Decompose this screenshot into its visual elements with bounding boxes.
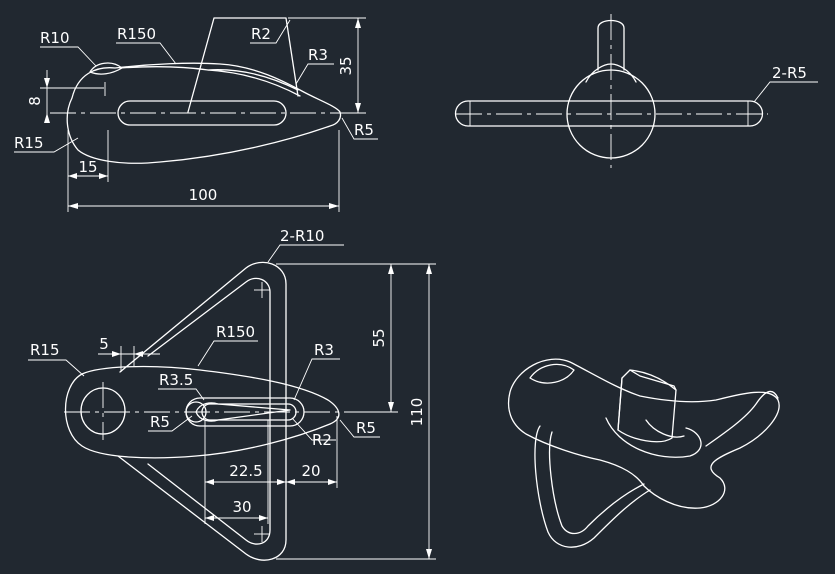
label-8: 8 [26, 96, 44, 106]
top-body [64, 365, 340, 459]
label-r150-top: R150 [216, 323, 255, 341]
iso-slot [645, 419, 685, 438]
arrow [426, 264, 432, 274]
label-2r5: 2-R5 [772, 64, 807, 82]
label-r2: R2 [251, 25, 271, 43]
top-arm-inner [147, 277, 271, 545]
arrow [426, 549, 432, 559]
iso-rib-top [629, 369, 677, 391]
leader-r150 [116, 42, 177, 65]
leader-r2 [250, 19, 291, 44]
iso-arm-left-inner [548, 431, 645, 535]
arrow [355, 18, 361, 28]
label-r5: R5 [354, 121, 374, 139]
arrow [44, 78, 50, 88]
leader-r3-top [293, 358, 340, 401]
label-100: 100 [189, 186, 218, 204]
leader-r15-top [28, 359, 85, 377]
arrow [286, 479, 295, 485]
leader-r5 [341, 117, 378, 140]
label-r35: R3.5 [159, 371, 193, 389]
label-r150: R150 [117, 25, 156, 43]
front-view: R10 R150 R2 R3 35 8 R15 R5 15 100 [14, 17, 378, 212]
arrow [205, 479, 214, 485]
arrow [99, 173, 108, 179]
label-30: 30 [232, 498, 251, 516]
label-r3-top: R3 [314, 341, 334, 359]
label-110: 110 [408, 398, 426, 427]
leader-r10 [40, 46, 97, 67]
leader-r150-top [197, 340, 258, 367]
label-15: 15 [78, 158, 97, 176]
leader-2r10 [267, 244, 344, 263]
iso-arm-left [534, 425, 651, 548]
leader-r3 [295, 63, 334, 85]
arrow [44, 113, 50, 123]
front-rib [187, 17, 299, 113]
arrow [68, 203, 78, 209]
arrow [355, 103, 361, 113]
label-r15: R15 [14, 134, 44, 152]
label-r15-top: R15 [30, 341, 60, 359]
iso-hub-top [529, 363, 575, 384]
front-web-edge [119, 66, 301, 97]
arrow [112, 351, 121, 357]
arrow [277, 479, 286, 485]
label-20: 20 [301, 462, 320, 480]
label-r2-top: R2 [312, 431, 332, 449]
top-view: 2-R10 R15 5 R150 R3.5 R3 55 110 R5 R2 R5… [28, 227, 436, 561]
arrow [205, 515, 214, 521]
label-22-5: 22.5 [229, 462, 262, 480]
arrow [329, 203, 339, 209]
arrow [328, 479, 337, 485]
leader-r5-left [148, 415, 193, 432]
isometric-view [507, 358, 780, 548]
iso-arm-right [705, 390, 779, 447]
label-35: 35 [337, 56, 355, 75]
arrow [259, 515, 268, 521]
leader-r15 [14, 137, 79, 153]
iso-rib-face [617, 377, 623, 431]
iso-rib-base [605, 417, 702, 458]
label-55: 55 [370, 328, 388, 347]
leader-r5-right [339, 419, 380, 438]
label-r5-right: R5 [356, 419, 376, 437]
top-rib [195, 402, 291, 422]
leader-r2-top [291, 417, 336, 441]
front-rib-base [207, 69, 299, 91]
arrow [134, 351, 143, 357]
side-bar [454, 100, 764, 127]
side-view: 2-R5 [454, 14, 818, 168]
leader-r35 [158, 388, 205, 401]
label-2r10: 2-R10 [280, 227, 324, 245]
label-r3: R3 [308, 46, 328, 64]
label-5: 5 [99, 335, 109, 353]
arrow [388, 264, 394, 274]
arrow [388, 402, 394, 412]
iso-hub-shell [507, 358, 780, 509]
arrow [68, 173, 77, 179]
label-r10: R10 [40, 29, 70, 47]
leader-2r5 [753, 81, 818, 103]
top-slot-outer [185, 397, 305, 427]
top-slot-inner [201, 403, 297, 421]
label-r5-left: R5 [150, 413, 170, 431]
front-slot [117, 100, 287, 126]
iso-rib [617, 369, 677, 443]
